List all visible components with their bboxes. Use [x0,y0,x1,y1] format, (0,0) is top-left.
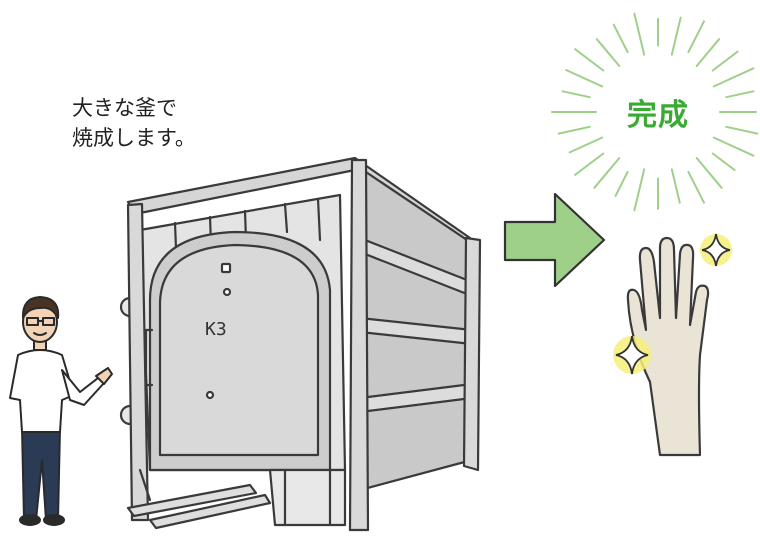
burst-ray [711,50,739,72]
sparkle-icon [613,335,651,375]
glove-icon [626,236,710,457]
burst-ray [593,157,621,189]
burst-ray [687,170,705,204]
burst-ray [633,12,646,56]
complete-label: 完成 [627,98,689,133]
kiln-door-label: K3 [205,319,227,340]
burst-ray [687,20,705,54]
burst-ray [725,90,755,99]
burst-rays [551,12,759,212]
burst-ray [711,152,736,171]
person-illustration [9,296,113,526]
burst-ray [614,170,629,197]
process-caption: 大きな釜で 焼成します。 [72,93,196,153]
burst-ray [725,125,759,135]
burst-ray [633,168,646,212]
burst-ray [695,157,723,189]
burst-ray [712,67,755,88]
burst-ray [670,168,681,204]
burst-ray [712,136,755,157]
burst-ray [574,48,605,72]
burst-ray [670,16,682,56]
burst-ray [568,136,604,154]
burst-ray [574,152,605,176]
burst-ray [561,90,591,99]
arrow-right-icon [503,192,606,288]
burst-ray [557,125,591,135]
sparkle-icon [700,233,732,267]
burst-ray [565,69,604,88]
burst-ray [612,23,629,54]
kiln-illustration [119,156,482,532]
burst-ray [695,38,721,67]
caption-line-1: 大きな釜で [72,96,177,120]
caption-line-2: 焼成します。 [72,126,196,150]
burst-ray [595,38,621,67]
